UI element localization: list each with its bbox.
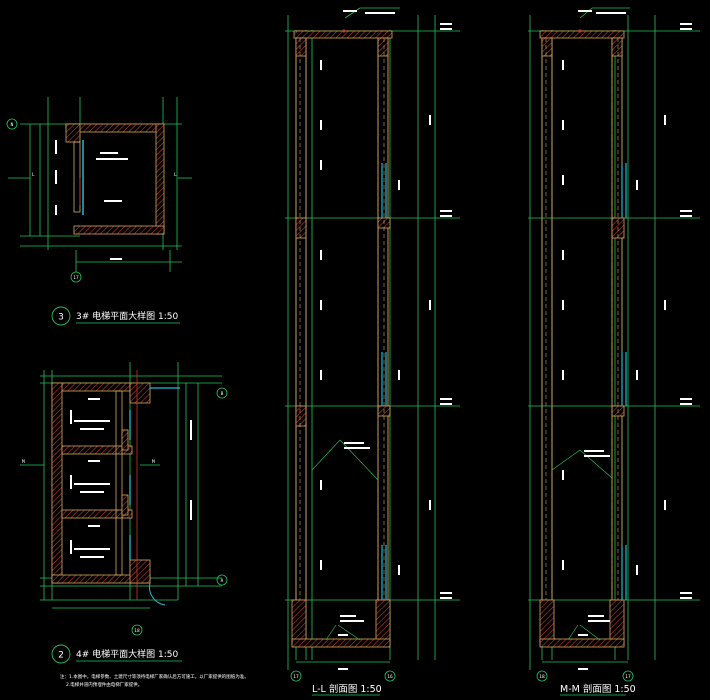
section-l-l: 17 16 L-L 剖面图 1:50 [285, 7, 460, 696]
axis-bubble-n [6, 118, 18, 130]
plan-4-title: 4# 电梯平面大样图 1:50 [76, 648, 178, 660]
plan-3-number-bubble [51, 306, 71, 326]
section-l-annotations [320, 10, 452, 670]
section-m-glass-doors [621, 163, 627, 600]
plan-4-section-mark-left: M [22, 459, 25, 465]
plan-4-section-mark-right: M [152, 459, 155, 465]
plan-3-walls [65, 123, 165, 235]
section-m-roof-marker [578, 29, 582, 33]
axis-label-b: B [221, 391, 224, 397]
axis-bubble-17 [70, 271, 82, 283]
axis-label-17: 17 [73, 275, 79, 281]
plan-4-elevator-detail: B A 18 [20, 362, 249, 688]
axis-bubble-m-17 [622, 670, 634, 682]
plan-4-note-1: 注：1.本图中，电梯参数、土建尺寸等须待电梯厂家确认后方可施工，以厂家提供的图纸… [60, 673, 249, 680]
plan-4-number-bubble [51, 644, 71, 664]
plan-4-annotations [70, 398, 192, 558]
plan-4-dimensions [20, 362, 222, 609]
section-m-diagonals [551, 449, 613, 641]
plan-4-note-2: 2.电梯井道内预埋件由电梯厂家提供。 [66, 681, 142, 688]
section-l-walls [291, 30, 393, 648]
axis-label-18: 18 [134, 628, 140, 634]
section-m-dimensions [528, 7, 700, 670]
axis-bubble-18 [131, 624, 143, 636]
section-l-dimensions [285, 7, 460, 670]
plan-3-section-mark-right: L [174, 172, 177, 178]
axis-bubble-a [216, 574, 228, 586]
section-l-title: L-L 剖面图 1:50 [312, 683, 382, 695]
plan-3-elevator-detail: N 17 L L 3 3# 电梯平面大样图 1:50 [6, 97, 192, 326]
plan-3-number: 3 [58, 313, 64, 323]
axis-bubble-l-17 [290, 670, 302, 682]
section-m-walls [539, 30, 625, 648]
section-m-annotations [562, 10, 692, 670]
section-l-glass-doors [381, 163, 387, 600]
plan-3-annotations [55, 140, 128, 260]
axis-label-n: N [11, 122, 14, 128]
plan-4-number: 2 [58, 651, 64, 661]
axis-label-l-16: 16 [387, 674, 393, 680]
plan-3-section-mark-left: L [32, 172, 35, 178]
plan-3-title: 3# 电梯平面大样图 1:50 [76, 310, 178, 322]
axis-bubble-m-18 [536, 670, 548, 682]
axis-label-l-17: 17 [293, 674, 299, 680]
plan-4-door-swing [149, 582, 166, 606]
section-m-m: 18 17 M-M 剖面图 1:50 [528, 7, 700, 696]
section-m-title: M-M 剖面图 1:50 [560, 683, 636, 695]
axis-bubble-l-16 [384, 670, 396, 682]
section-l-diagonals [311, 439, 379, 641]
plan-4-glass-doors [129, 387, 180, 560]
axis-label-a: A [221, 578, 224, 584]
axis-bubble-b [216, 387, 228, 399]
section-l-roof-marker [342, 29, 346, 33]
axis-label-m-17: 17 [625, 674, 631, 680]
axis-label-m-18: 18 [539, 674, 545, 680]
plan-4-walls [51, 382, 151, 584]
